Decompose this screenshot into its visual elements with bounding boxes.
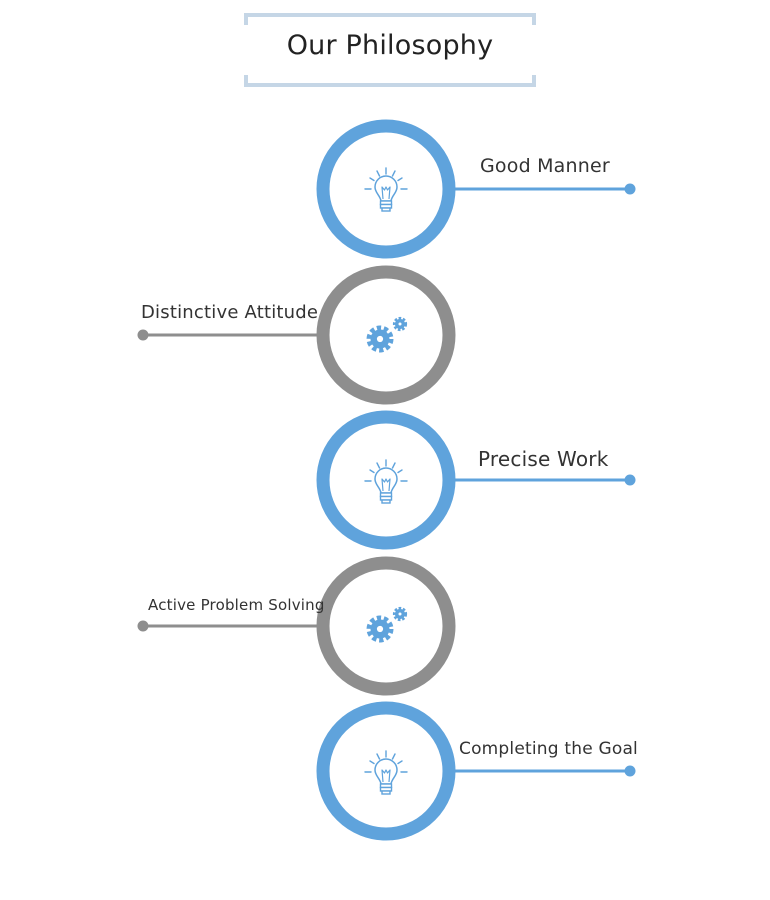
step-label-active-problem-solving: Active Problem Solving	[148, 596, 325, 614]
title-bracket-bottom	[244, 75, 536, 87]
connector-dot	[137, 329, 149, 341]
connector-dot	[624, 183, 636, 195]
step-2	[137, 265, 456, 405]
step-label-precise-work: Precise Work	[478, 447, 609, 471]
title-bracket-top	[244, 13, 536, 25]
page-title: Our Philosophy	[286, 30, 494, 61]
step-3	[316, 410, 636, 550]
step-1	[316, 119, 636, 259]
step-4	[137, 556, 456, 696]
step-label-distinctive-attitude: Distinctive Attitude	[141, 302, 319, 323]
title-box: Our Philosophy	[244, 13, 536, 87]
connector-dot	[137, 620, 149, 632]
step-5	[316, 701, 636, 841]
step-label-completing-the-goal: Completing the Goal	[459, 739, 638, 759]
connector-dot	[624, 474, 636, 486]
connector-dot	[624, 765, 636, 777]
step-label-good-manner: Good Manner	[480, 155, 610, 177]
